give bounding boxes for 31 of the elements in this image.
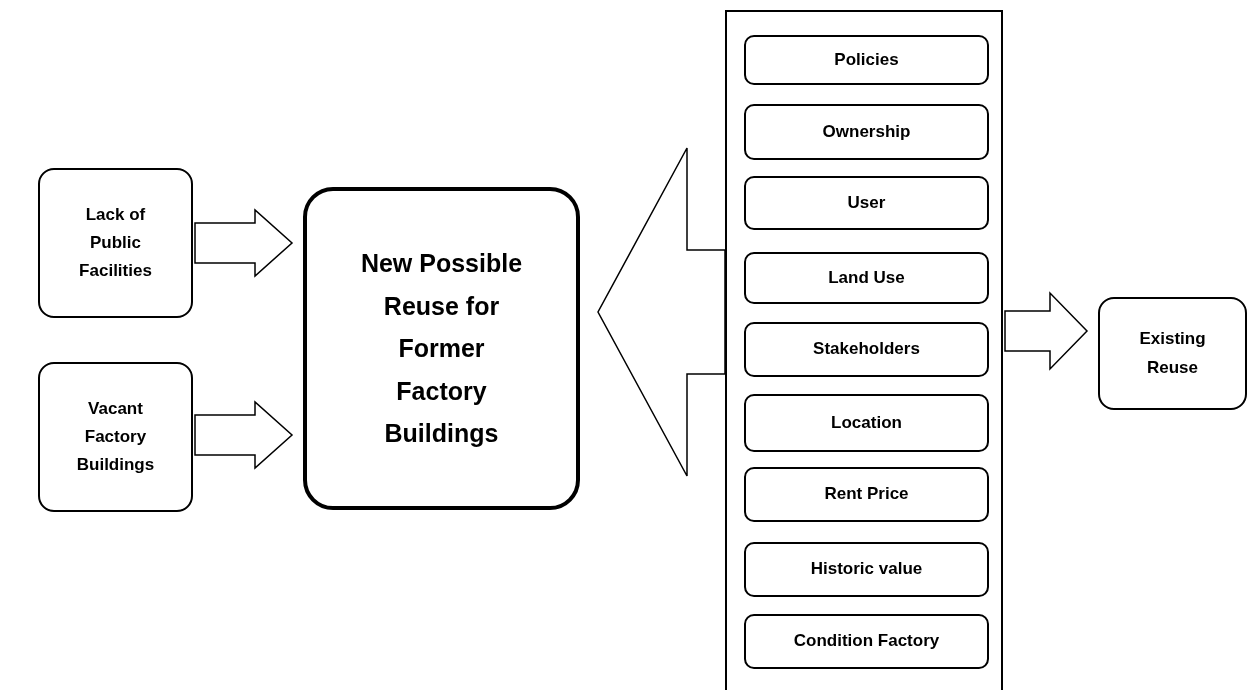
box-label: Stakeholders	[813, 338, 920, 361]
process-box	[38, 362, 193, 512]
process-box	[38, 168, 193, 318]
box-label: Condition Factory	[793, 630, 940, 653]
box-label: Vacant Factory Buildings	[75, 397, 156, 476]
factor-box	[744, 614, 989, 669]
factor-box	[744, 542, 989, 597]
box-label: User	[847, 191, 886, 214]
panel-box	[725, 10, 1003, 690]
box-label: New Possible Reuse for Former Factory Buildings	[359, 248, 524, 450]
factor-box	[744, 35, 989, 85]
box-label: Policies	[834, 48, 899, 71]
box-label: Ownership	[822, 120, 911, 143]
box-label: Existing Reuse	[1138, 328, 1207, 379]
box-label: Land Use	[828, 266, 905, 289]
box-label: Location	[831, 411, 902, 434]
block-arrow	[1004, 291, 1089, 371]
box-label: Lack of Public Facilities	[78, 203, 153, 282]
factor-box	[744, 252, 989, 304]
box-label: Rent Price	[824, 483, 909, 506]
block-arrow	[194, 208, 294, 278]
block-arrow	[194, 400, 294, 470]
factor-box	[744, 394, 989, 452]
factor-box	[744, 467, 989, 522]
factor-box	[744, 176, 989, 230]
factor-box	[744, 322, 989, 377]
block-arrow	[597, 147, 726, 477]
box-label: Historic value	[810, 558, 923, 581]
main-box	[303, 187, 580, 510]
process-box	[1098, 297, 1247, 410]
factor-box	[744, 104, 989, 160]
